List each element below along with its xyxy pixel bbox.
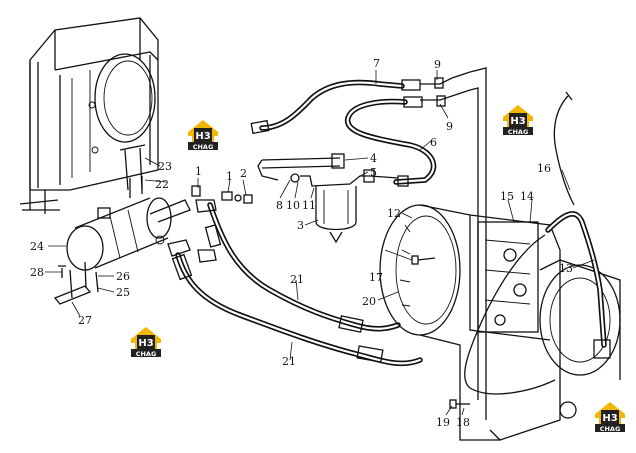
oil-tank	[53, 176, 191, 305]
label-part-27: 27	[78, 314, 92, 327]
logo-mark: H3	[138, 338, 153, 349]
label-part-12: 12	[387, 207, 401, 220]
label-part-5: 5	[370, 166, 377, 179]
label-part-9a: 9	[434, 58, 441, 71]
logo-text: CHAG	[508, 128, 529, 136]
label-part-24: 24	[30, 240, 44, 253]
part-labels: 7 9 9 6 23 22 1 1 2 4 5 8 10 11 3 12 15 …	[30, 57, 573, 429]
label-part-9b: 9	[446, 120, 453, 133]
label-part-3: 3	[297, 219, 304, 232]
label-part-13: 13	[559, 262, 573, 275]
label-part-18: 18	[456, 416, 470, 429]
hose-21	[167, 199, 423, 367]
logo-mark: H3	[195, 131, 210, 142]
label-part-4: 4	[370, 152, 377, 165]
bolts	[411, 255, 470, 409]
logo-text: CHAG	[193, 143, 214, 151]
label-part-17: 17	[369, 271, 383, 284]
label-part-26: 26	[116, 270, 130, 283]
logo-text: CHAG	[600, 425, 621, 433]
label-part-1b: 1	[226, 170, 233, 183]
logo-mark: H3	[510, 116, 525, 127]
label-part-7: 7	[373, 57, 380, 70]
fittings-1-2	[191, 185, 253, 204]
label-part-21a: 21	[290, 273, 304, 286]
label-part-14: 14	[520, 190, 534, 203]
hose-7-and-6	[250, 67, 487, 420]
label-part-6: 6	[430, 136, 437, 149]
label-part-16: 16	[537, 162, 551, 175]
label-part-25: 25	[116, 286, 130, 299]
label-part-21b: 21	[282, 355, 296, 368]
oil-cooler	[19, 17, 159, 214]
label-part-8: 8	[276, 199, 283, 212]
label-part-15: 15	[500, 190, 514, 203]
logo-text: CHAG	[136, 350, 157, 358]
logo-mark: H3	[602, 413, 617, 424]
transmission-housing	[379, 204, 621, 441]
label-part-19: 19	[436, 416, 450, 429]
label-part-10: 10	[286, 199, 300, 212]
label-part-1a: 1	[195, 165, 202, 178]
filter-assembly	[257, 153, 409, 244]
label-part-22: 22	[155, 178, 169, 191]
label-part-11: 11	[302, 199, 316, 212]
label-part-28: 28	[30, 266, 44, 279]
hose-13-and-line-16	[464, 91, 611, 395]
leader-lines	[45, 70, 595, 416]
label-part-20: 20	[362, 295, 376, 308]
label-part-2: 2	[240, 167, 247, 180]
label-part-23: 23	[158, 160, 172, 173]
